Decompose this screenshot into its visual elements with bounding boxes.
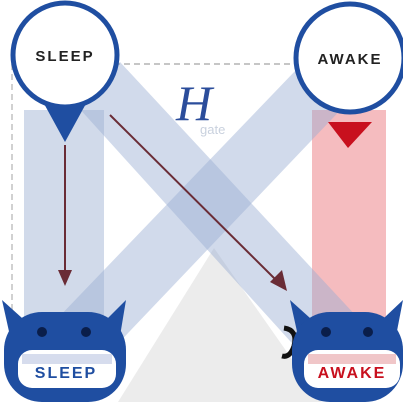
arrow-sleep-to-awake-head (270, 270, 287, 291)
awake-monster-teeth (308, 354, 396, 364)
floor-triangle (118, 248, 322, 402)
awake-monster-ear-left (290, 300, 310, 336)
diagonal-band-awake-to-sleep (56, 70, 350, 352)
sleep-monster-ear-right (108, 300, 126, 336)
awake-node-label: AWAKE (317, 51, 382, 68)
arrow-sleep-to-awake (109, 114, 277, 281)
awake-monster-eye-left (321, 327, 331, 337)
gate-subscript: gate (200, 122, 225, 137)
awake-node-pointer (328, 122, 372, 148)
awake-monster-ear-right (384, 300, 403, 336)
sleep-monster: SLEEP (2, 300, 126, 402)
sleep-monster-eye-left (37, 327, 47, 337)
arrow-sleep-down-head (58, 270, 72, 286)
diagonal-band-sleep-to-awake (68, 62, 358, 352)
gate-symbol: H (175, 75, 215, 131)
sleep-node-pointer (42, 100, 88, 142)
sleep-node (10, 0, 120, 110)
awake-node (293, 1, 403, 115)
sleep-monster-label: SLEEP (35, 365, 97, 382)
awake-monster-eye-right (363, 327, 373, 337)
sleep-monster-ear-left (2, 300, 22, 336)
awake-monster: AWAKE (281, 300, 403, 402)
awake-monster-label: AWAKE (318, 365, 387, 382)
sleep-node-label: SLEEP (35, 48, 94, 65)
sleep-monster-teeth (22, 354, 112, 364)
sleep-monster-eye-right (81, 327, 91, 337)
